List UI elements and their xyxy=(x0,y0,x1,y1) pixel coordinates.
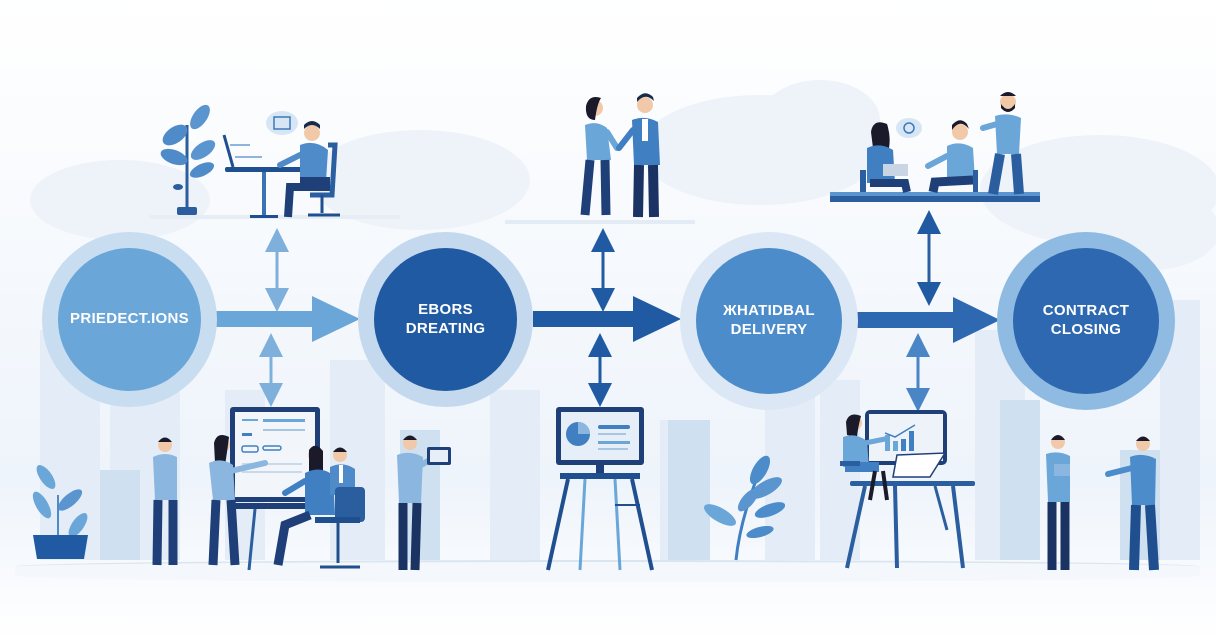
leaf-plant-icon xyxy=(704,455,785,561)
bottom-scene-discussion xyxy=(1046,435,1159,571)
stage-node-2: EBORS DREATING xyxy=(358,232,533,407)
bottom-scene-analytics-desk xyxy=(840,410,975,569)
arrow-stage-1-to-2 xyxy=(215,296,360,342)
top-scene-handshake xyxy=(505,93,695,224)
top-scene-team-meeting xyxy=(830,92,1040,202)
stage-node-3: ЖHATIDBAL DELIVERY xyxy=(680,232,858,410)
stage-label: CONTRACT CLOSING xyxy=(1042,302,1130,338)
arrow-stage-3-to-4 xyxy=(857,297,1000,343)
bottom-scene-easel-monitor xyxy=(546,407,654,571)
potted-plant-icon xyxy=(32,465,88,559)
stage-label: ЖHATIDBAL DELIVERY xyxy=(723,302,815,338)
stage-label: PRIEDECT.IONS xyxy=(70,310,189,328)
double-arrow-icon xyxy=(259,210,941,412)
stage-node-4: CONTRACT CLOSING xyxy=(997,232,1175,410)
ground-platform xyxy=(15,560,1200,582)
arrow-stage-2-to-3 xyxy=(533,296,681,342)
top-scene-laptop-worker xyxy=(150,104,400,219)
bar-chart-icon xyxy=(884,424,916,451)
plant-icon xyxy=(160,104,216,215)
bottom-scene-presentation xyxy=(152,407,451,571)
stage-node-1: PRIEDECT.IONS xyxy=(42,232,217,407)
stage-label: EBORS DREATING xyxy=(405,300,486,337)
